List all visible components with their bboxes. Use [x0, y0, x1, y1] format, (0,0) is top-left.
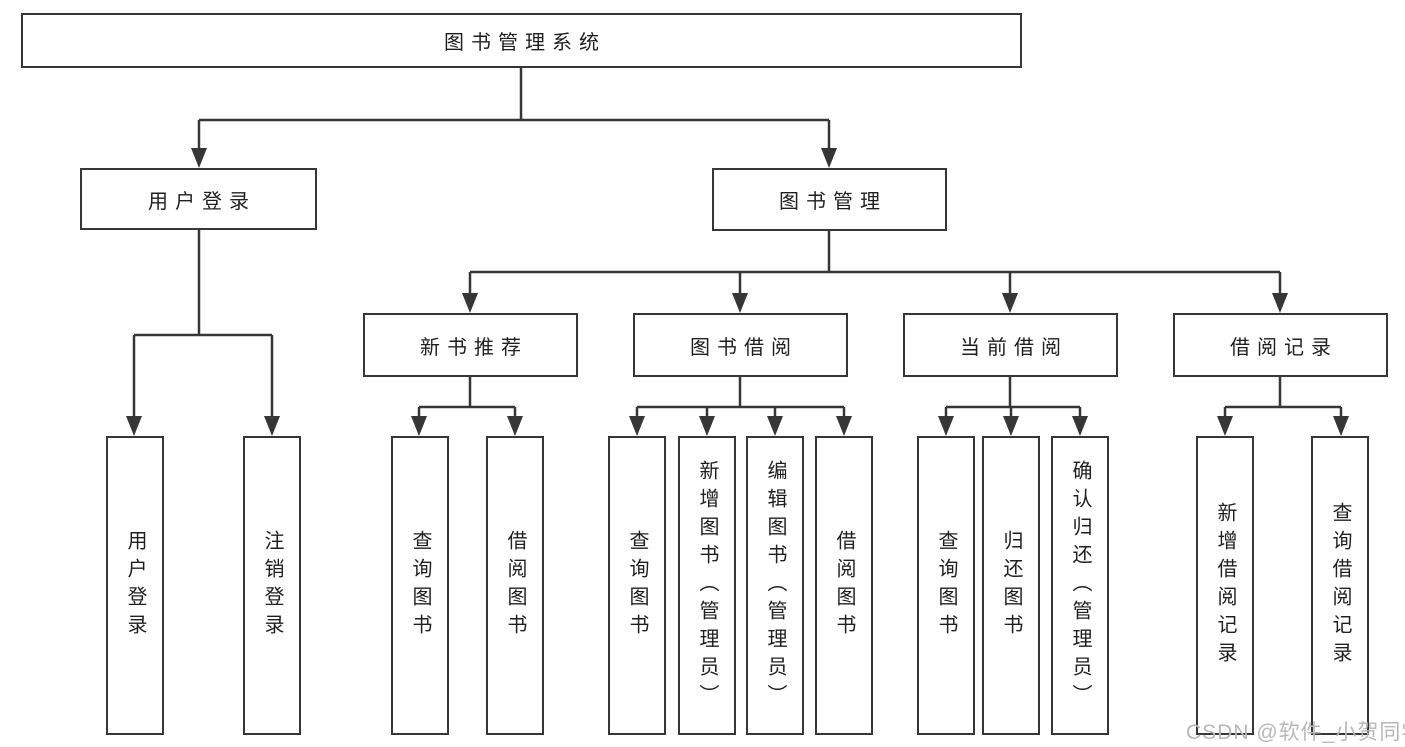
leaf-add-borrow-record: 新增借阅记录 [1196, 436, 1254, 735]
leaf-user-login-label: 用户登录 [124, 529, 146, 642]
node-book-borrow-label: 图书借阅 [690, 336, 798, 359]
csdn-watermark: CSDN @软件_小贺同学 [1186, 721, 1405, 744]
node-borrow-records-label: 借阅记录 [1230, 336, 1338, 359]
leaf-user-login: 用户登录 [106, 436, 164, 735]
leaf-confirm-return-admin: 确认归还（管理员） [1051, 436, 1109, 735]
leaf-query-book-borrow-label: 查询图书 [626, 529, 648, 642]
node-new-book-rec-label: 新书推荐 [420, 336, 528, 359]
leaf-query-borrow-record: 查询借阅记录 [1311, 436, 1369, 735]
leaf-query-borrow-record-label: 查询借阅记录 [1329, 501, 1351, 670]
leaf-query-book-current: 查询图书 [917, 436, 975, 735]
node-new-book-rec: 新书推荐 [363, 313, 578, 377]
leaf-borrow-book-newrec-label: 借阅图书 [504, 529, 526, 642]
leaf-add-book-admin-label: 新增图书（管理员） [696, 459, 718, 712]
node-root: 图书管理系统 [21, 13, 1022, 68]
leaf-query-book-newrec: 查询图书 [391, 436, 449, 735]
leaf-add-borrow-record-label: 新增借阅记录 [1214, 501, 1236, 670]
leaf-edit-book-admin: 编辑图书（管理员） [746, 436, 804, 735]
leaf-confirm-return-admin-label: 确认归还（管理员） [1069, 459, 1091, 712]
leaf-return-book: 归还图书 [982, 436, 1040, 735]
leaf-logout-label: 注销登录 [261, 529, 283, 642]
arrowheads [126, 148, 1349, 436]
leaf-query-book-newrec-label: 查询图书 [409, 529, 431, 642]
node-book-mgmt-branch-label: 图书管理 [779, 191, 887, 213]
node-book-mgmt-branch: 图书管理 [712, 168, 947, 231]
node-root-label: 图书管理系统 [444, 32, 606, 54]
connector-paths [132, 68, 1343, 418]
node-borrow-records: 借阅记录 [1173, 313, 1388, 377]
node-current-borrow-label: 当前借阅 [960, 336, 1068, 359]
leaf-query-book-borrow: 查询图书 [608, 436, 666, 735]
node-user-login-branch: 用户登录 [80, 168, 317, 230]
leaf-logout: 注销登录 [243, 436, 301, 735]
node-book-borrow: 图书借阅 [633, 313, 848, 377]
node-user-login-branch-label: 用户登录 [148, 190, 256, 213]
leaf-query-book-current-label: 查询图书 [935, 529, 957, 642]
node-current-borrow: 当前借阅 [903, 313, 1118, 377]
leaf-add-book-admin: 新增图书（管理员） [678, 436, 736, 735]
leaf-edit-book-admin-label: 编辑图书（管理员） [764, 459, 786, 712]
leaf-borrow-book-newrec: 借阅图书 [486, 436, 544, 735]
leaf-borrow-book-borrow-label: 借阅图书 [833, 529, 855, 642]
leaf-borrow-book-borrow: 借阅图书 [815, 436, 873, 735]
leaf-return-book-label: 归还图书 [1000, 529, 1022, 642]
